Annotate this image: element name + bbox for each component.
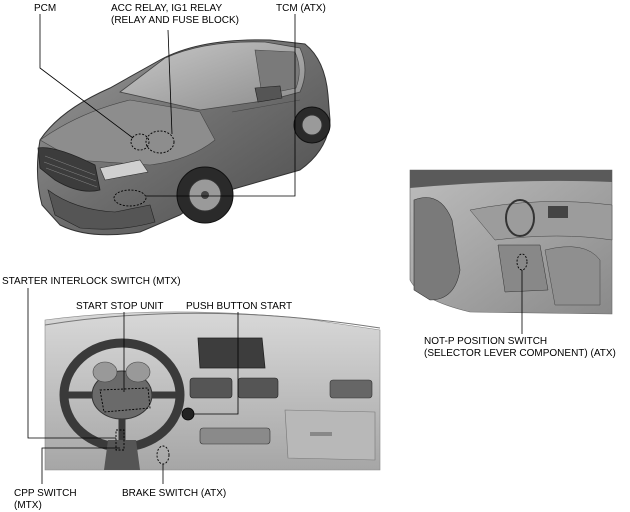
label-tcm: TCM (ATX) — [276, 3, 326, 14]
label-brake-switch: BRAKE SWITCH (ATX) — [122, 488, 227, 499]
label-not-p-switch-line1: NOT-P POSITION SWITCH — [424, 336, 548, 347]
label-starter-interlock-switch: STARTER INTERLOCK SWITCH (MTX) — [2, 276, 181, 287]
interior-inset-illustration — [409, 169, 613, 334]
label-acc-relay-line2: (RELAY AND FUSE BLOCK) — [111, 15, 239, 26]
label-cpp-switch-line2: (MTX) — [14, 500, 42, 511]
car-exterior-illustration — [36, 14, 331, 236]
label-not-p-switch-line2: (SELECTOR LEVER COMPONENT) (ATX) — [424, 348, 616, 359]
dashboard-illustration — [27, 288, 381, 484]
label-start-stop-unit: START STOP UNIT — [76, 301, 164, 312]
label-acc-relay-line1: ACC RELAY, IG1 RELAY — [111, 3, 223, 14]
label-push-button-start: PUSH BUTTON START — [186, 301, 293, 312]
label-cpp-switch-line1: CPP SWITCH — [14, 488, 77, 499]
label-pcm: PCM — [34, 3, 57, 14]
